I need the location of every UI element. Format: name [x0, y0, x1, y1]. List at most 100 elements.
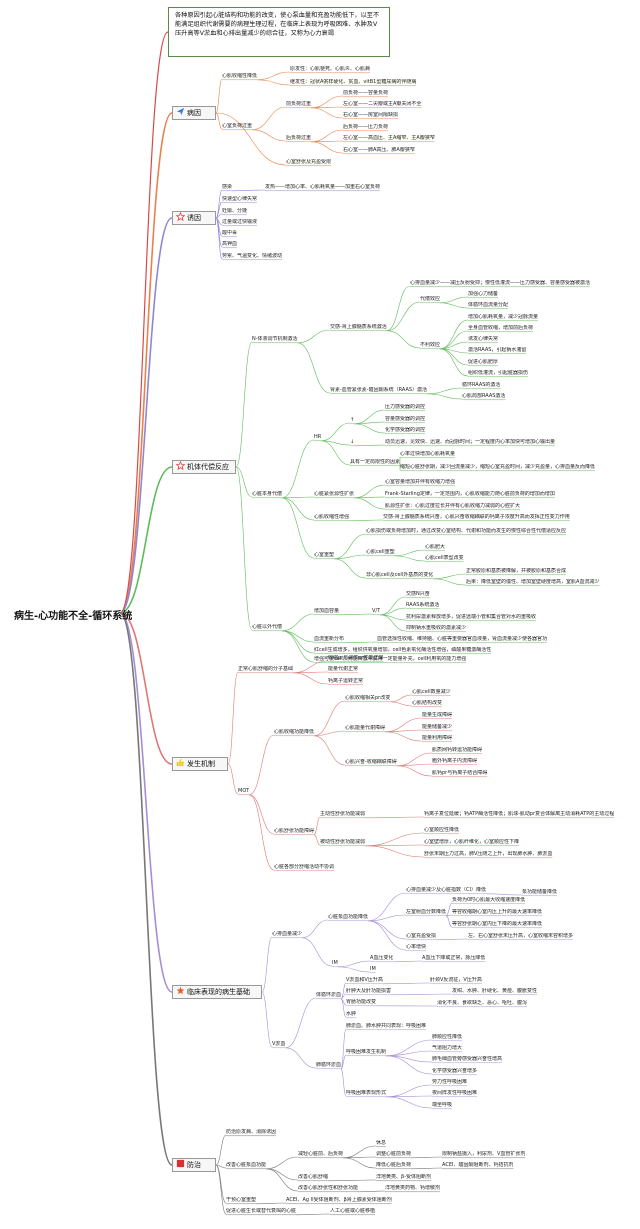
node-f2b2a[interactable]: 心室顺应性降低 — [424, 827, 460, 833]
node-p2c1[interactable]: 洋地黄类药物、钙增敏剂 — [385, 1185, 441, 1191]
node-d2d[interactable]: 心室重塑 — [314, 552, 335, 558]
node-y7[interactable]: 劳累、气温变化、情绪波动 — [222, 253, 283, 259]
node-b1[interactable]: 心肌收缩性降低 — [222, 73, 258, 79]
topic-youyin[interactable]: 诱因 — [172, 211, 216, 225]
node-l2b1[interactable]: 呼吸困难发生机制 — [346, 1049, 387, 1055]
node-y2[interactable]: 快速型心律失常 — [222, 196, 258, 202]
node-d3[interactable]: 心脏以外代偿 — [252, 624, 283, 630]
node-l1a1a[interactable]: 泵功能储备降低 — [522, 889, 558, 895]
node-p2a3a[interactable]: ACEI、醛固酮阻断剂、钙拮抗剂 — [442, 1162, 514, 1168]
node-b2a2[interactable]: 左心室——二尖瓣或主A瓣关闭不全 — [343, 101, 422, 107]
node-f2b1[interactable]: 主动性舒张功能减弱 — [320, 811, 366, 817]
node-d3a1c[interactable]: 抗利尿激素释放增多，促进远端小管和集合管对水的重吸收 — [406, 614, 537, 620]
node-b2[interactable]: 心室负荷过重 — [222, 123, 253, 129]
node-l2b0[interactable]: 肺淤血、肺水肿共同表现：呼吸困难 — [346, 1023, 427, 1029]
node-f2a2b[interactable]: 能量储备减少 — [422, 724, 453, 730]
node-b2b2[interactable]: 左心室——高血压、主A缩窄、主A瓣狭窄 — [343, 135, 435, 141]
node-p2b1[interactable]: 洋地黄类、β-受体阻断剂 — [376, 1174, 431, 1180]
node-d1a3d[interactable]: 激活RAAS，引起钠水潴留 — [468, 347, 527, 353]
node-f2b2[interactable]: 被动性舒张功能减弱 — [320, 839, 366, 845]
definition-box[interactable]: 各种原因引起心脏结构和功能的改变，使心泵血量和充盈功能低下，以至不能满足组织代谢… — [168, 7, 390, 57]
node-p4a[interactable]: 人工心脏或心脏移植 — [330, 1208, 376, 1214]
node-d3c[interactable]: 红cell生成增多，组织供氧量增加，cell色素氧化酶活性增强，磷酸果糖激酶活性 — [314, 647, 492, 653]
node-b2a[interactable]: 前负荷过重 — [286, 101, 312, 107]
node-l2a3a[interactable]: 消化不良、食欲缺乏、恶心、呕吐、腹泻 — [437, 1000, 528, 1006]
node-d2b1[interactable]: 心室容量增加并伴有收缩力增强 — [385, 479, 456, 485]
node-d1a3[interactable]: 不利效应 — [420, 342, 441, 348]
node-l2a1a[interactable]: 肝颈V反流征，V压升高 — [430, 977, 482, 983]
node-l2a3[interactable]: 胃肠功能改变 — [346, 999, 377, 1005]
node-l2b2[interactable]: 呼吸困难表现形式 — [346, 1090, 387, 1096]
node-d3a1d[interactable]: 抑制钠水重吸收的激素减少 — [406, 625, 467, 631]
node-l2b1b[interactable]: 气道阻力增大 — [432, 1045, 463, 1051]
node-d3b[interactable]: 血流重新分布 — [314, 636, 345, 642]
node-d1a1[interactable]: 心排血量减少——减压反射受抑；慢性低灌流——压力感受器、容量感受器被激活 — [410, 280, 591, 286]
node-l1a2[interactable]: 左室射血分数降低 — [406, 909, 447, 915]
node-l1b1a[interactable]: A血压下降或正常，脉压降低 — [422, 955, 486, 961]
node-d1a3f[interactable]: 组织低灌流，引起脏器损伤 — [468, 370, 529, 376]
node-l2b2b[interactable]: 夜间阵发性呼吸困难 — [432, 1090, 478, 1096]
node-f1c[interactable]: 钙离子运转正常 — [328, 678, 364, 684]
node-f1[interactable]: 正常心肌舒缩的分子基础 — [238, 666, 294, 672]
node-d2a3a[interactable]: 心率过快增加心肌耗氧量 — [400, 451, 456, 457]
node-d2[interactable]: 心脏本身代偿 — [252, 491, 283, 497]
node-b3[interactable]: 心室舒张及充盈受限 — [286, 159, 332, 165]
node-p2a2a[interactable]: 限制钠盐摄入，利尿剂、V血管扩张剂 — [442, 1151, 526, 1157]
node-f2a2a[interactable]: 能量生成障碍 — [422, 712, 453, 718]
root-topic[interactable]: 病生-心功能不全-循环系统 — [14, 611, 133, 622]
node-d1a3a[interactable]: 增加心肌耗氧量，减少冠脉流量 — [468, 314, 539, 320]
node-l1a2c[interactable]: 等容舒张期心室内压下降的最大速率降低 — [452, 921, 543, 927]
node-d1a3c[interactable]: 诱发心律失常 — [468, 336, 499, 342]
node-d2b3[interactable]: 肌源性扩张：心肌过度拉长并伴有心肌收缩力减弱的心腔扩大 — [385, 503, 521, 509]
node-l2a1[interactable]: V淤血和V压升高 — [346, 977, 383, 983]
node-l1b2[interactable]: IM — [370, 966, 376, 972]
node-d2a3[interactable]: 具有一定局限性的因素 — [350, 459, 401, 465]
node-p2a2[interactable]: 调整心脏前负荷 — [376, 1151, 412, 1157]
topic-daichang[interactable]: 机体代偿反应 — [172, 460, 236, 474]
node-d3a1[interactable]: V/T — [372, 608, 381, 614]
node-d2a3b[interactable]: 缩短心脏舒张期，减少回流量减少，缩短心室充盈时间，减少充盈量，心排血量反而降低 — [400, 464, 596, 470]
node-p4[interactable]: 促进心脏生长或替代衰竭的心脏 — [226, 1208, 297, 1214]
node-l1a4[interactable]: 心率增快 — [406, 944, 427, 950]
node-d2a1b[interactable]: 容量感受器的调控 — [385, 416, 426, 422]
node-l1a1[interactable]: 心排血量减少及心脏指数（CI）降低 — [406, 887, 486, 893]
node-f1b[interactable]: 能量代谢正常 — [328, 666, 359, 672]
node-d2b2[interactable]: Frank-Starling定律，一定范围内，心肌收缩能力随心脏前负荷的增加而增… — [385, 491, 555, 497]
node-y1[interactable]: 感染 — [222, 184, 233, 190]
node-l1a[interactable]: 心脏泵血功能降低 — [328, 914, 369, 920]
node-d1a2b[interactable]: 体循环血流量分配 — [468, 302, 509, 308]
node-b2a3[interactable]: 右心室——房室间隔缺损 — [343, 112, 399, 118]
node-b2a1[interactable]: 前负荷——容量负荷 — [343, 90, 389, 96]
node-d2c1[interactable]: 交感-肾上腺髓质系统兴奋，心肌兴奋收缩耦联的钙离子浓度升高而发挥正性变力作用 — [383, 514, 570, 520]
node-d1b2[interactable]: 心肌局部RAAS激活 — [462, 393, 506, 399]
node-l2a4[interactable]: 水肿 — [346, 1011, 357, 1017]
node-d2a1a[interactable]: 压力感受器的调控 — [385, 404, 426, 410]
node-f2a[interactable]: 心肌收缩功能降低 — [274, 729, 315, 735]
node-d2d3[interactable]: 非心肌cell及cell外基质的变化 — [366, 572, 434, 578]
node-f2c[interactable]: 心脏各部分舒缩活动不协调 — [274, 864, 335, 870]
node-d2a1[interactable]: ↑ — [350, 417, 355, 423]
node-p2a1[interactable]: 休息 — [376, 1140, 387, 1146]
node-l1a3[interactable]: 心室充盈受损 — [406, 933, 437, 939]
node-b1a[interactable]: 原发性：心肌梗死、心肌炎、心肌病 — [290, 66, 371, 72]
node-f2b2c[interactable]: 舒张末期压力过高，肺V压随之上升，出现肺水肿、肺淤血 — [424, 851, 553, 857]
node-d3a1b[interactable]: RAAS系统激活 — [406, 602, 440, 608]
node-d1b[interactable]: 肾素-血管紧张素-醛固酮系统（RAAS）激活 — [330, 387, 428, 393]
node-d2a2[interactable]: ↓ — [350, 439, 355, 445]
node-b2b[interactable]: 后负荷过重 — [286, 135, 312, 141]
node-f2a3c[interactable]: 肌钙pr与钙离子结合障碍 — [432, 770, 488, 776]
node-d3b1[interactable]: 血管选择性收缩、维持脑、心脏等重要器官血液量，肾血流量减少使各器官功 — [377, 636, 548, 642]
node-d1a2[interactable]: 代偿效应 — [420, 296, 441, 302]
node-p2b[interactable]: 改善心肌舒缩 — [298, 1174, 329, 1180]
node-d1a[interactable]: 交感-肾上腺髓质系统激活 — [330, 324, 387, 330]
node-f2b[interactable]: 心肌舒张功能障碍 — [274, 828, 315, 834]
node-l2a2a[interactable]: 发绀、水肿、肝硬化、黄疸、腹胀变性 — [452, 988, 538, 994]
node-p2a3[interactable]: 降低心脏后负荷 — [376, 1162, 412, 1168]
node-f2[interactable]: MOT — [238, 788, 250, 794]
node-p2[interactable]: 改善心脏泵血功能 — [226, 1162, 267, 1168]
node-f2a3[interactable]: 心肌兴奋-收缩耦联障碍 — [345, 759, 397, 765]
node-d3a1a[interactable]: 交感N兴奋 — [406, 591, 430, 597]
node-l1b[interactable]: IM — [332, 960, 338, 966]
node-f2a3b[interactable]: 胞外钙离子内流障碍 — [432, 758, 478, 764]
node-p2a[interactable]: 减轻心脏前、后负荷 — [298, 1151, 344, 1157]
